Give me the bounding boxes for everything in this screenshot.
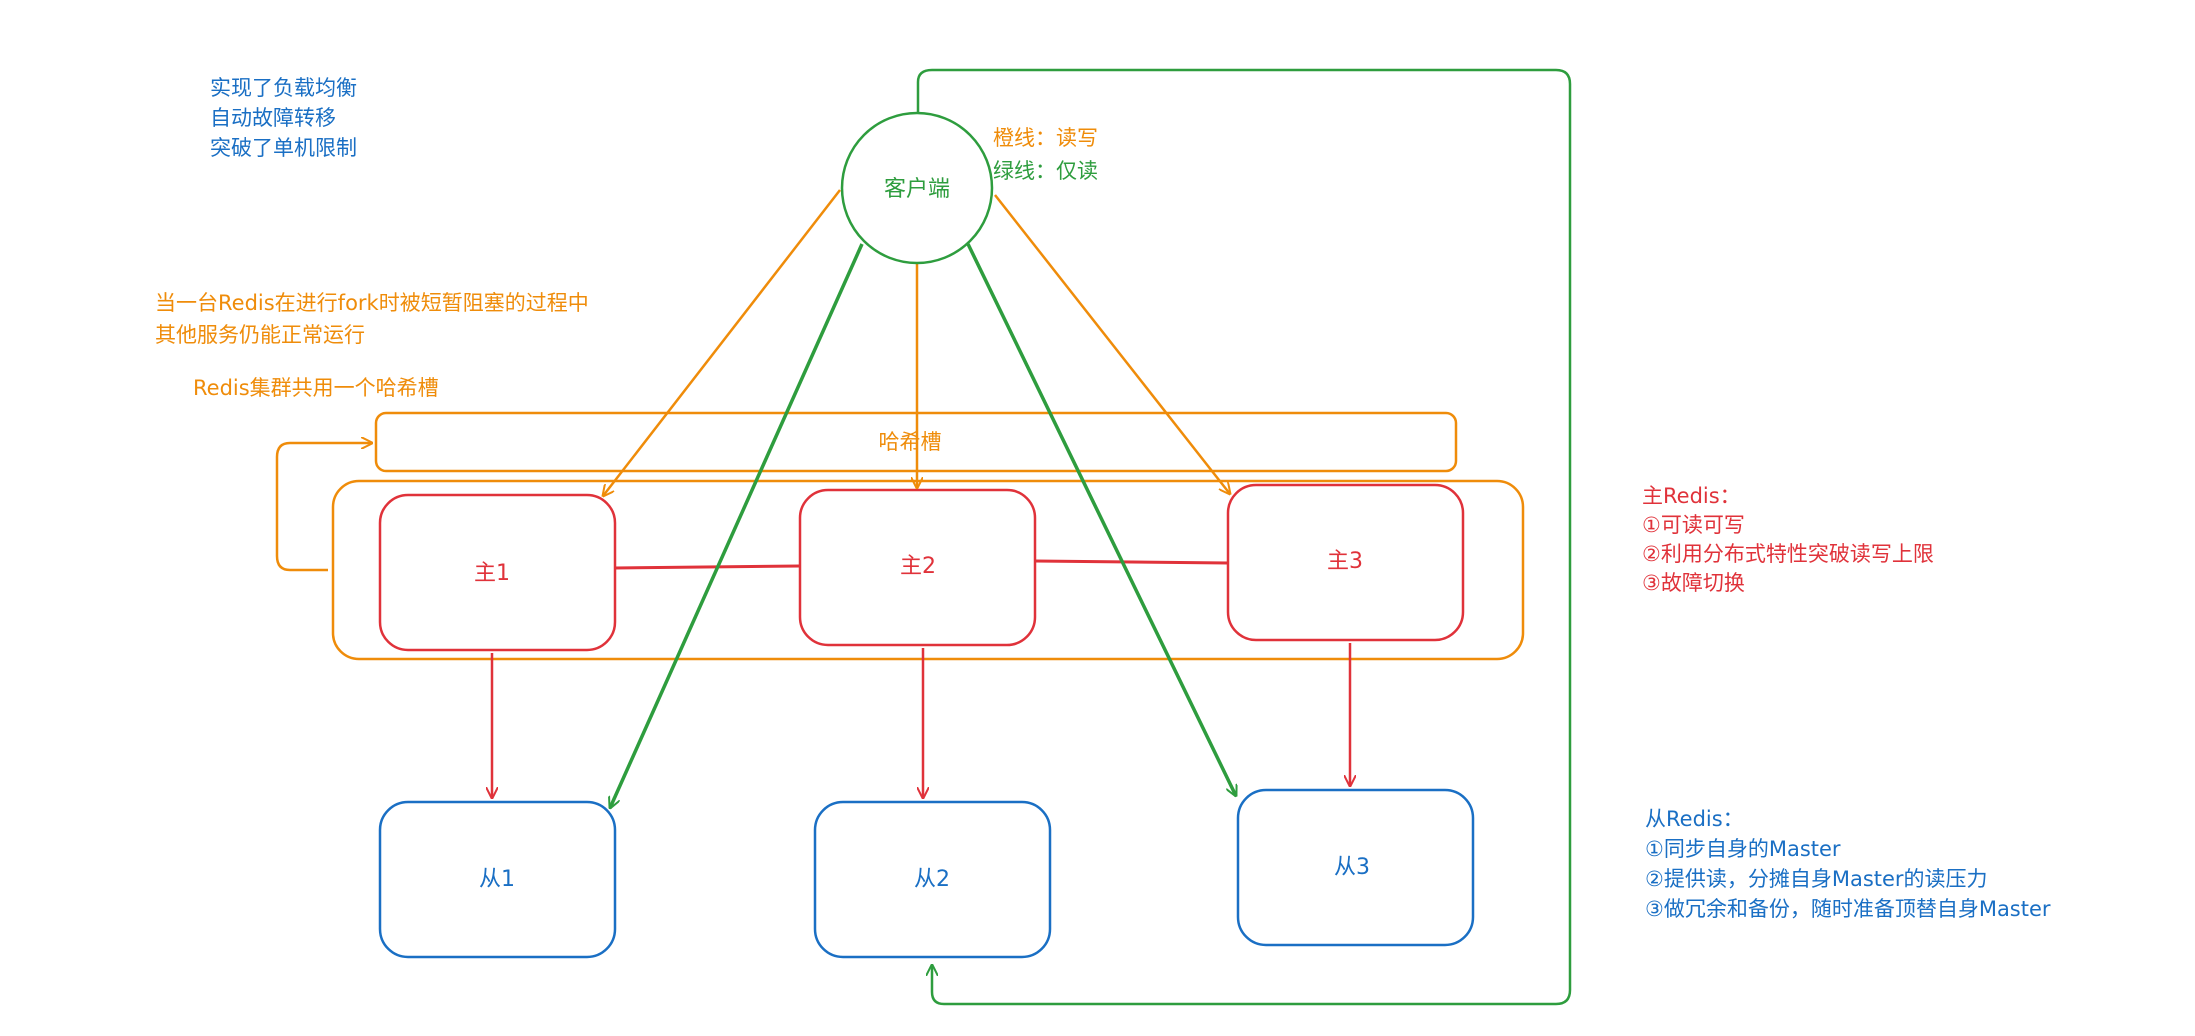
slave-2-box — [813, 800, 1052, 959]
legend-orange-line: 橙线：读写 — [993, 126, 1098, 150]
slave-3-label: 从3 — [1334, 855, 1370, 880]
client-node: 客户端 — [840, 111, 994, 265]
slave-node-1: 从1 — [378, 800, 617, 959]
master-desc-item-2: ②利用分布式特性突破读写上限 — [1642, 542, 1934, 566]
legend-green-line: 绿线：仅读 — [993, 159, 1098, 183]
master-group-to-hash-slot-arrow — [275, 443, 372, 572]
features-line-2: 自动故障转移 — [210, 106, 336, 130]
master2-master3-link — [1034, 559, 1229, 565]
client-to-master1-arrow — [603, 189, 841, 496]
client-to-slave1-arrow — [610, 243, 864, 808]
slave-1-box — [378, 800, 617, 959]
features-line-1: 实现了负载均衡 — [210, 76, 357, 100]
fork-note-line-1: 当一台Redis在进行fork时被短暂阻塞的过程中 — [155, 291, 589, 315]
features-note: 实现了负载均衡 自动故障转移 突破了单机限制 — [210, 76, 357, 160]
shared-slot-note: Redis集群共用一个哈希槽 — [193, 376, 439, 400]
master-group — [331, 479, 1525, 661]
hash-slot-label: 哈希槽 — [879, 430, 942, 454]
green-loop-arrow — [916, 68, 1572, 1006]
client-circle — [840, 111, 994, 265]
master-node-1: 主1 — [378, 493, 617, 652]
fork-note-line-2: 其他服务仍能正常运行 — [155, 323, 365, 347]
master-2-box — [798, 488, 1037, 647]
master-3-box — [1226, 483, 1465, 642]
master-desc-item-1: ①可读可写 — [1642, 513, 1745, 537]
master-node-3: 主3 — [1226, 483, 1465, 642]
master-2-label: 主2 — [900, 554, 936, 579]
slave-desc-item-1: ①同步自身的Master — [1645, 837, 1841, 861]
master-description: 主Redis： ①可读可写 ②利用分布式特性突破读写上限 ③故障切换 — [1642, 484, 1934, 595]
slave-desc-item-3: ③做冗余和备份，随时准备顶替自身Master — [1645, 897, 2051, 921]
slave-node-2: 从2 — [813, 800, 1052, 959]
slave-1-label: 从1 — [479, 867, 515, 892]
fork-note: 当一台Redis在进行fork时被短暂阻塞的过程中 其他服务仍能正常运行 — [155, 291, 589, 347]
features-line-3: 突破了单机限制 — [210, 136, 357, 160]
master-desc-title: 主Redis： — [1642, 484, 1741, 508]
master-1-box — [378, 493, 617, 652]
slave-2-label: 从2 — [914, 867, 950, 892]
master-1-label: 主1 — [474, 561, 510, 586]
line-legend: 橙线：读写 绿线：仅读 — [993, 126, 1098, 183]
slave-node-3: 从3 — [1236, 788, 1475, 947]
slave-description: 从Redis： ①同步自身的Master ②提供读，分摊自身Master的读压力… — [1645, 807, 2051, 921]
slave-desc-title: 从Redis： — [1645, 807, 1744, 831]
slave-desc-item-2: ②提供读，分摊自身Master的读压力 — [1645, 867, 1988, 891]
client-to-slave3-arrow — [966, 243, 1236, 796]
master-3-label: 主3 — [1327, 549, 1363, 574]
slave-3-box — [1236, 788, 1475, 947]
client-label: 客户端 — [884, 177, 950, 202]
master-node-2: 主2 — [798, 488, 1037, 647]
client-to-master3-arrow — [994, 194, 1230, 494]
master-desc-item-3: ③故障切换 — [1642, 571, 1745, 595]
master1-master2-link — [614, 564, 801, 570]
